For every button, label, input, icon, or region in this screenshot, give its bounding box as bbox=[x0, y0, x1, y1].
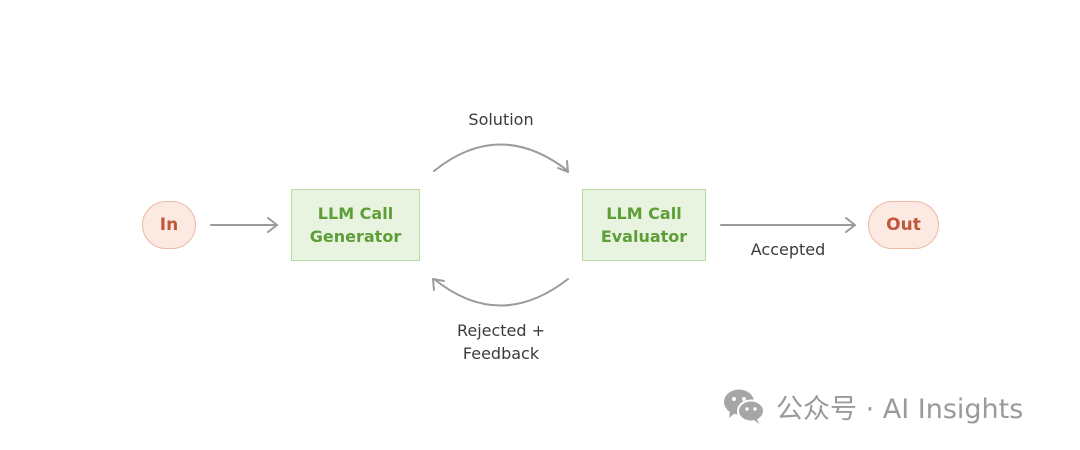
arrow-rejected-feedback bbox=[432, 278, 569, 307]
evaluator-line2: Evaluator bbox=[600, 227, 688, 246]
wechat-icon bbox=[724, 389, 765, 424]
arrow-solution bbox=[433, 143, 569, 173]
llm-call-evaluator-node: LLM Call Evaluator bbox=[582, 189, 706, 261]
accepted-label: Accepted bbox=[750, 240, 826, 259]
arrow-evaluator-to-out bbox=[720, 217, 856, 233]
generator-line2: Generator bbox=[309, 227, 402, 246]
input-node-label: In bbox=[159, 215, 179, 235]
rejected-feedback-label: Rejected + Feedback bbox=[431, 319, 571, 365]
input-node: In bbox=[142, 201, 196, 249]
output-node-label: Out bbox=[886, 215, 921, 235]
solution-label: Solution bbox=[468, 110, 534, 129]
evaluator-line1: LLM Call bbox=[606, 204, 682, 223]
watermark: 公众号 · AI Insights bbox=[722, 384, 1023, 428]
generator-line1: LLM Call bbox=[317, 204, 394, 223]
rejected-label-line2: Feedback bbox=[462, 344, 540, 363]
output-node: Out bbox=[868, 201, 939, 249]
llm-call-generator-node: LLM Call Generator bbox=[291, 189, 420, 261]
rejected-label-line1: Rejected + bbox=[456, 321, 546, 340]
arrow-in-to-generator bbox=[210, 217, 278, 233]
watermark-text: 公众号 · AI Insights bbox=[776, 393, 1024, 425]
